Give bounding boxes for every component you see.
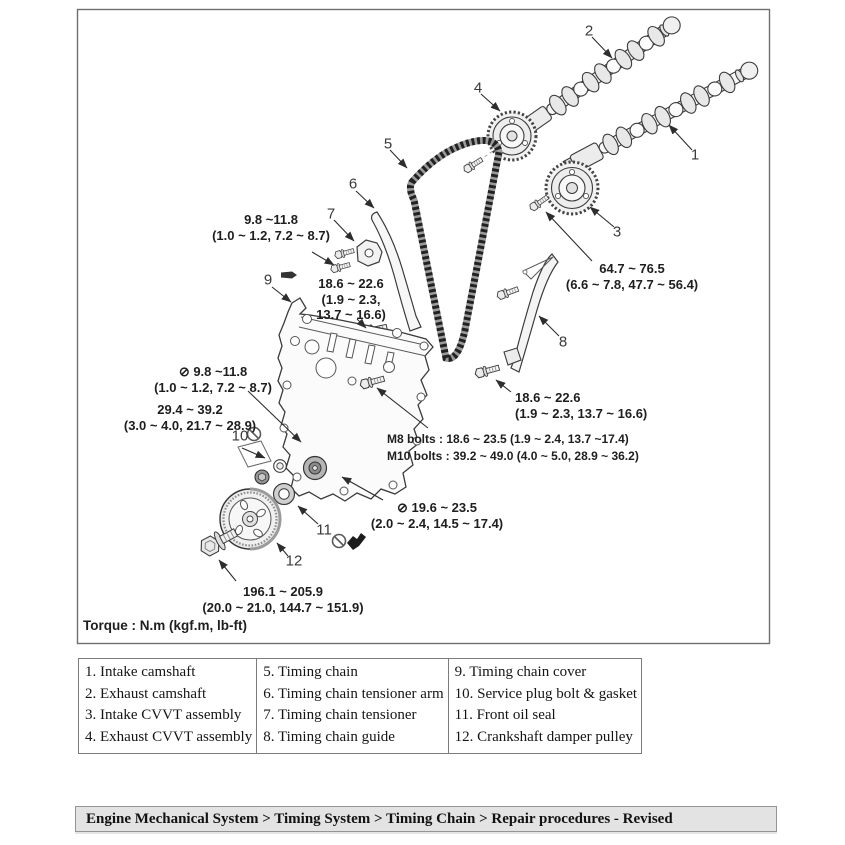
torque-damper-pulley: 196.1 ~ 205.9 (20.0 ~ 21.0, 144.7 ~ 151.… [202, 584, 364, 615]
callout-12: 12 [285, 552, 303, 570]
service-plug-and-gasket [237, 440, 287, 485]
legend-item: 2. Exhaust camshaft [85, 685, 207, 702]
callout-2: 2 [584, 22, 594, 40]
torque-service-plug: ⊘ 19.6 ~ 23.5 (2.0 ~ 2.4, 14.5 ~ 17.4) [370, 500, 504, 531]
legend-item: 5. Timing chain [263, 664, 358, 680]
exhaust-cvvt-assembly [486, 110, 538, 162]
legend-column-2: 5. Timing chain 6. Timing chain tensione… [256, 658, 449, 754]
callout-8: 8 [558, 333, 568, 351]
timing-chain [406, 137, 503, 362]
callout-5: 5 [383, 135, 393, 153]
callout-4: 4 [473, 79, 483, 97]
callout-1: 1 [690, 146, 700, 164]
timing-chain-cover [277, 297, 434, 502]
legend-column-1: 1. Intake camshaft 2. Exhaust camshaft 3… [77, 658, 258, 754]
callout-10: 10 [231, 427, 249, 445]
torque-cover-bolts: M8 bolts : 18.6 ~ 23.5 (1.9 ~ 2.4, 13.7 … [387, 432, 639, 463]
legend-item: 10. Service plug bolt & gasket [454, 685, 638, 702]
callout-3: 3 [612, 223, 622, 241]
legend-item: 11. Front oil seal [454, 707, 556, 723]
legend-item: 6. Timing chain tensioner arm [263, 685, 444, 702]
leader-lines [218, 36, 693, 582]
torque-cover-small-bolts: ⊘ 9.8 ~11.8 (1.0 ~ 1.2, 7.2 ~ 8.7) [154, 364, 272, 395]
torque-water-inlet: 29.4 ~ 39.2 (3.0 ~ 4.0, 21.7 ~ 28.9) [123, 402, 257, 433]
legend-item: 4. Exhaust CVVT assembly [85, 728, 253, 745]
legend-item: 9. Timing chain cover [454, 664, 587, 680]
bolt-icon [281, 271, 297, 279]
chain-guide [503, 253, 559, 373]
legend-item: 3. Intake CVVT assembly [85, 707, 242, 723]
legend-item: 12. Crankshaft damper pulley [454, 728, 633, 745]
torque-cvvt-bolts: 64.7 ~ 76.5 (6.6 ~ 7.8, 47.7 ~ 56.4) [565, 261, 699, 292]
callout-7: 7 [326, 205, 336, 223]
torque-tensioner-mount: 18.6 ~ 22.6 (1.9 ~ 2.3, 13.7 ~ 16.6) [316, 276, 386, 322]
legend-item: 8. Timing chain guide [263, 728, 395, 745]
torque-guide-bolts: 18.6 ~ 22.6 (1.9 ~ 2.3, 13.7 ~ 16.6) [515, 390, 648, 421]
exhaust-camshaft [512, 16, 681, 140]
figure-border [76, 8, 771, 645]
legend-item: 1. Intake camshaft [85, 664, 196, 680]
callout-9: 9 [263, 271, 273, 289]
plug-icon [347, 533, 366, 550]
tensioner-arm [370, 211, 422, 332]
pulley-bolt-icon [200, 528, 239, 557]
breadcrumb: Engine Mechanical System > Timing System… [86, 811, 673, 827]
callout-6: 6 [348, 175, 358, 193]
breadcrumb-bar: Engine Mechanical System > Timing System… [75, 806, 777, 832]
crankshaft-damper-pulley [219, 487, 282, 551]
intake-cvvt-assembly [544, 160, 600, 216]
torque-units-note: Torque : N.m (kgf.m, lb-ft) [83, 618, 247, 633]
legend-table: 1. Intake camshaft 2. Exhaust camshaft 3… [77, 658, 643, 754]
legend-column-3: 9. Timing chain cover 10. Service plug b… [447, 658, 643, 754]
torque-tensioner-bolts: 9.8 ~11.8 (1.0 ~ 1.2, 7.2 ~ 8.7) [212, 212, 330, 243]
chain-tensioner [356, 239, 383, 267]
callout-11: 11 [316, 521, 332, 539]
front-oil-seal [272, 482, 296, 506]
legend-item: 7. Timing chain tensioner [263, 707, 417, 723]
